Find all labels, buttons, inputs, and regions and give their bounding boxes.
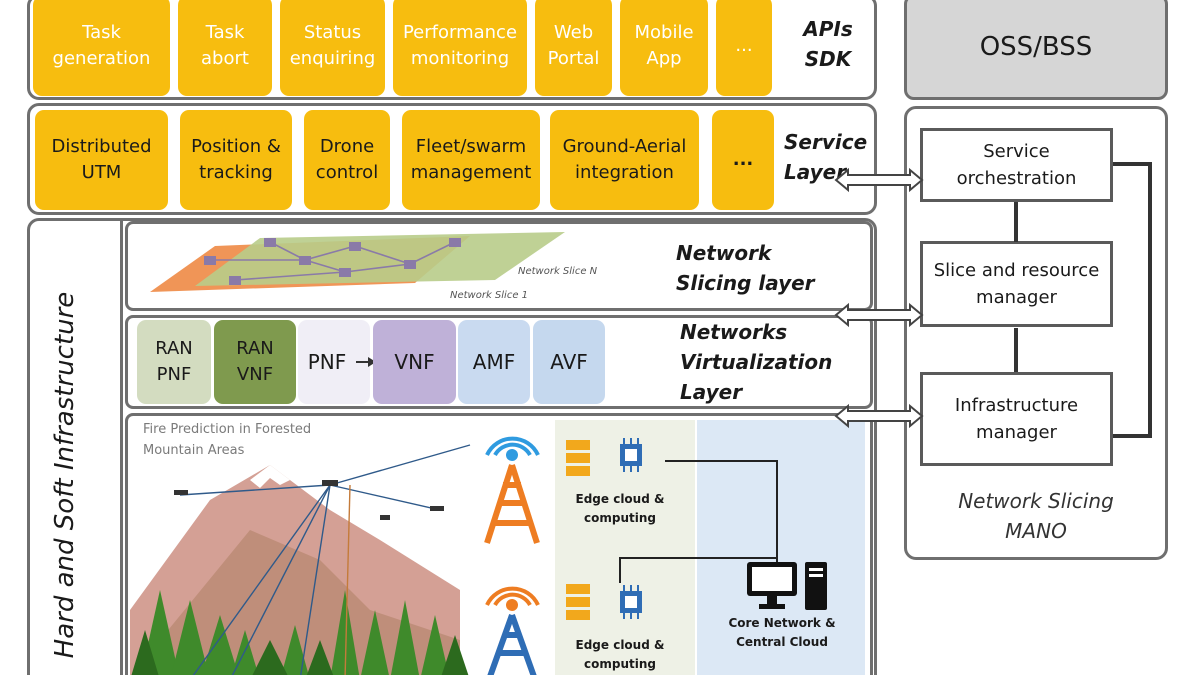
- service-fleet-swarm[interactable]: Fleet/swarm management: [402, 110, 540, 210]
- edge-server-2-icon: [566, 584, 590, 620]
- tower-2-icon: [485, 586, 540, 675]
- infrastructure-manager-box[interactable]: Infrastructure manager: [920, 372, 1113, 466]
- scene-title: Fire Prediction in Forested Mountain Are…: [143, 422, 312, 458]
- avf-box[interactable]: AVF: [533, 320, 605, 404]
- service-more[interactable]: ...: [712, 110, 774, 210]
- arrow-slice-manager: [834, 302, 924, 328]
- drone-links: [179, 444, 471, 675]
- api-performance-monitoring[interactable]: Performance monitoring: [393, 0, 527, 96]
- slice-nodes: [204, 238, 461, 285]
- infrastructure-label: Hard and Soft Infrastructure: [50, 291, 80, 659]
- api-web-portal[interactable]: Web Portal: [535, 0, 612, 96]
- forest-dark: [131, 630, 469, 675]
- slice-1-plane: [195, 232, 565, 286]
- vnf-box[interactable]: VNF: [373, 320, 456, 404]
- api-task-generation[interactable]: Task generation: [33, 0, 170, 96]
- infrastructure-divider: [120, 220, 123, 675]
- core-zone: [697, 420, 865, 675]
- mountain-snow: [250, 465, 290, 488]
- slice-n-label: Network Slice N: [518, 266, 598, 277]
- tower-1-icon: [484, 436, 540, 544]
- service-distributed-utm[interactable]: Distributed UTM: [35, 110, 168, 210]
- service-position-tracking[interactable]: Position & tracking: [180, 110, 292, 210]
- amf-box[interactable]: AMF: [458, 320, 530, 404]
- mountain-front: [160, 530, 460, 675]
- mano-title: Network Slicing MANO: [958, 489, 1114, 543]
- arrow-infrastructure-manager: [834, 403, 924, 429]
- virtualization-layer-label: Networks Virtualization Layer: [680, 320, 833, 404]
- edge-cloud-2-label: Edge cloud & computing: [575, 638, 665, 672]
- service-drone-control[interactable]: Drone control: [304, 110, 390, 210]
- apis-label: APIs SDK: [803, 17, 853, 71]
- edge-cloud-1-label: Edge cloud & computing: [575, 492, 665, 526]
- fire-scene-illustration: [130, 444, 471, 675]
- edge-chip-2-icon: [620, 585, 642, 619]
- drones: [174, 480, 444, 520]
- service-layer-label: Service Layer: [784, 130, 868, 184]
- edge-core-links: [619, 460, 778, 583]
- ran-pnf-box[interactable]: RAN PNF: [137, 320, 211, 404]
- arrow-service-orchestration: [834, 167, 924, 193]
- ran-vnf-box[interactable]: RAN VNF: [214, 320, 296, 404]
- slices-illustration: [150, 232, 565, 292]
- core-network-label: Core Network & Central Cloud: [728, 616, 836, 650]
- api-mobile-app[interactable]: Mobile App: [620, 0, 708, 96]
- drone-to-ground-link: [344, 484, 351, 675]
- edge-chip-1-icon: [620, 438, 642, 472]
- oss-bss-box[interactable]: OSS/BSS: [904, 0, 1168, 100]
- service-orchestration-box[interactable]: Service orchestration: [920, 128, 1113, 202]
- slice-1-label: Network Slice 1: [450, 290, 529, 301]
- core-computer-icon: [747, 562, 827, 610]
- slice-resource-manager-box[interactable]: Slice and resource manager: [920, 241, 1113, 327]
- api-more[interactable]: ...: [716, 0, 772, 96]
- api-status-enquiring[interactable]: Status enquiring: [280, 0, 385, 96]
- slicing-layer-label: Network Slicing layer: [676, 241, 815, 295]
- edge-server-1-icon: [566, 440, 590, 476]
- pnf-to-vnf-arrow: [356, 357, 376, 367]
- mano-connectors: [1014, 162, 1152, 438]
- service-ground-aerial[interactable]: Ground-Aerial integration: [550, 110, 699, 210]
- api-task-abort[interactable]: Task abort: [178, 0, 272, 96]
